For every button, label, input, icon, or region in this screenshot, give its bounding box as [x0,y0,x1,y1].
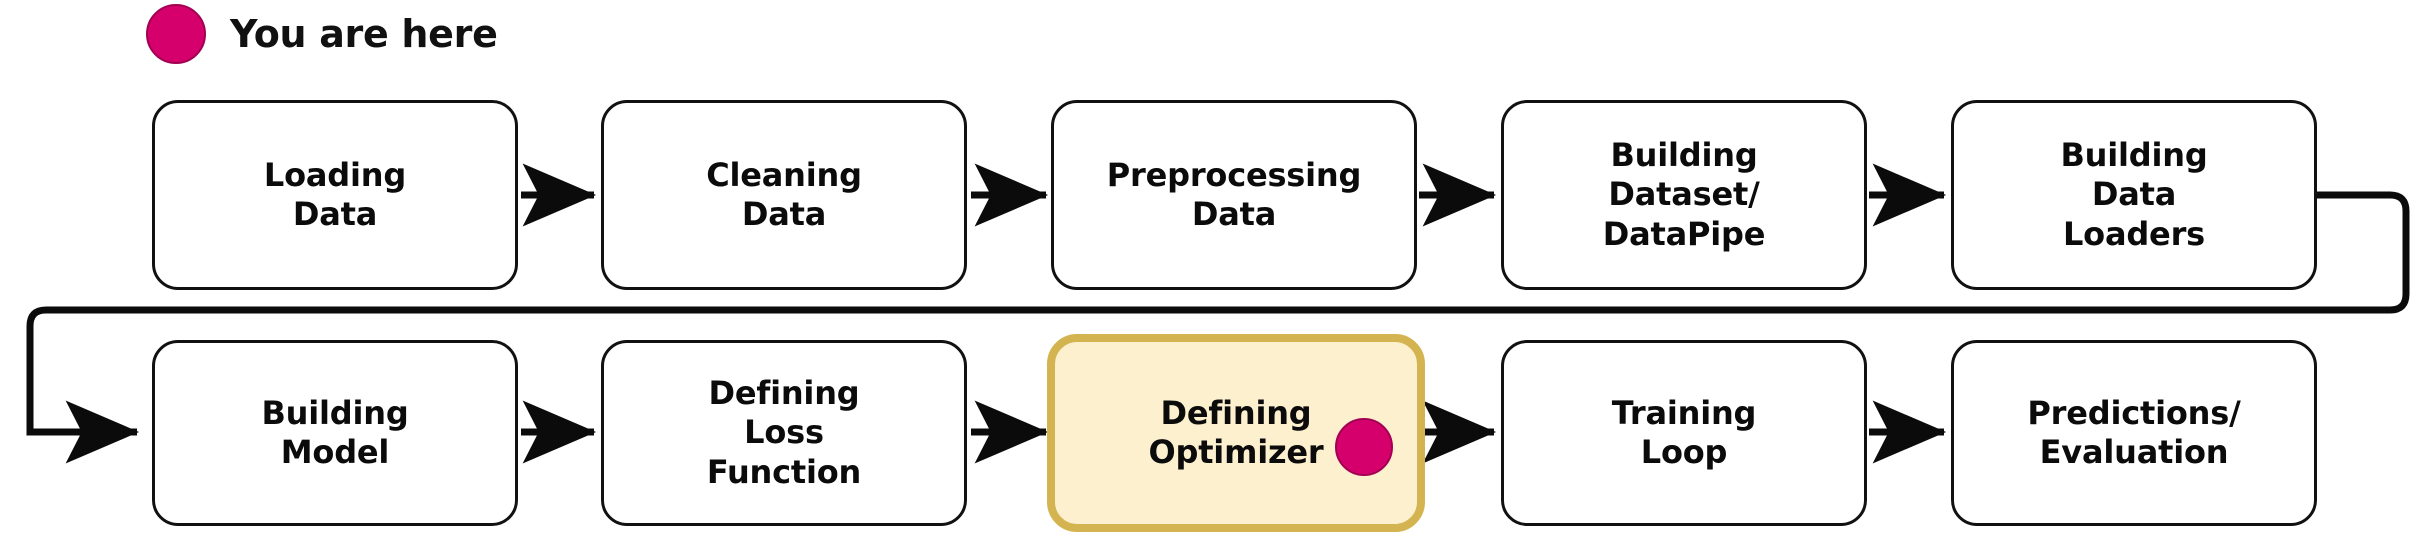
node-label: Building Dataset/ DataPipe [1602,136,1766,253]
legend-label: You are here [230,12,498,56]
node-defining-optimizer[interactable]: Defining Optimizer [1047,334,1425,532]
node-label: Cleaning Data [706,155,862,233]
node-building-model[interactable]: Building Model [152,340,518,526]
you-are-here-dot-icon-active [1335,418,1393,476]
node-predictions-evaluation[interactable]: Predictions/ Evaluation [1951,340,2317,526]
node-building-dataloaders[interactable]: Building Data Loaders [1951,100,2317,290]
legend: You are here [146,4,498,64]
node-label: Training Loop [1611,393,1757,471]
node-label: Defining Loss Function [706,374,862,491]
you-are-here-dot-icon [146,4,206,64]
node-training-loop[interactable]: Training Loop [1501,340,1867,526]
node-building-dataset[interactable]: Building Dataset/ DataPipe [1501,100,1867,290]
node-label: Defining Optimizer [1148,393,1324,471]
node-label: Loading Data [263,155,407,233]
node-label: Predictions/ Evaluation [2027,393,2241,471]
node-loading-data[interactable]: Loading Data [152,100,518,290]
node-label: Building Data Loaders [2060,136,2208,253]
node-label: Preprocessing Data [1106,155,1362,233]
node-defining-loss-function[interactable]: Defining Loss Function [601,340,967,526]
node-label: Building Model [261,393,409,471]
node-cleaning-data[interactable]: Cleaning Data [601,100,967,290]
node-preprocessing-data[interactable]: Preprocessing Data [1051,100,1417,290]
